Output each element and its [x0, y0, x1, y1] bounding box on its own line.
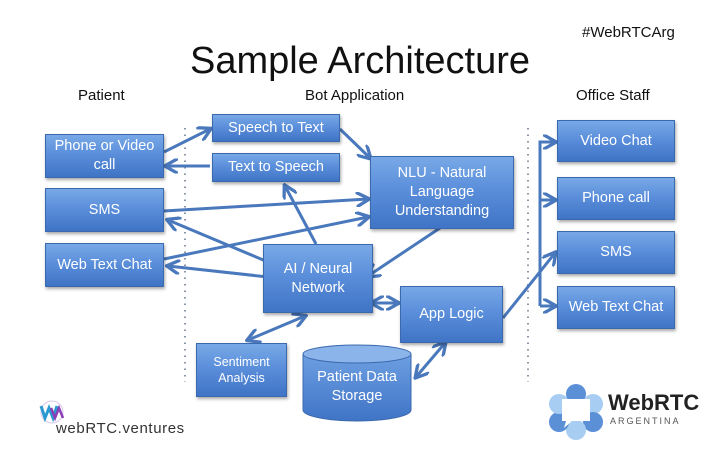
- arrow-stt-to-nlu: [338, 127, 370, 158]
- staff-bus-line: [538, 140, 555, 306]
- node-phone-video-call[interactable]: Phone or Video call: [45, 134, 164, 178]
- node-patient-web-text-chat[interactable]: Web Text Chat: [45, 243, 164, 287]
- arrow-ai-sentiment: [248, 316, 305, 340]
- node-ai-neural-network[interactable]: AI / Neural Network: [263, 244, 373, 313]
- arrow-ai-to-tts: [285, 186, 318, 245]
- ventures-logo-text: webRTC.ventures: [56, 420, 185, 437]
- node-patient-sms[interactable]: SMS: [45, 188, 164, 232]
- node-app-logic[interactable]: App Logic: [400, 286, 503, 343]
- arrow-ai-to-sms: [168, 220, 269, 264]
- argentina-logo-sub: ARGENTINA: [610, 416, 681, 426]
- arrow-ai-to-webchat: [168, 266, 269, 279]
- arrow-applogic-to-staff-sms: [501, 253, 555, 319]
- argentina-logo-main: WebRTC: [608, 390, 700, 415]
- arrow-applogic-storage: [416, 343, 445, 377]
- node-text-to-speech[interactable]: Text to Speech: [212, 153, 340, 182]
- argentina-flower-icon: [549, 384, 603, 440]
- storage-label: Patient Data Storage: [317, 369, 397, 404]
- ventures-bubble-icon: [39, 400, 65, 424]
- column-header-patient: Patient: [78, 87, 125, 104]
- hashtag-label: #WebRTCArg: [582, 24, 675, 41]
- arrow-webchat-to-nlu: [163, 217, 368, 261]
- column-header-office-staff: Office Staff: [576, 87, 650, 104]
- arrow-sms-to-nlu: [163, 199, 368, 213]
- node-phone-call[interactable]: Phone call: [557, 177, 675, 220]
- arrow-phone-to-stt: [163, 129, 210, 154]
- node-nlu[interactable]: NLU - Natural Language Understanding: [370, 156, 514, 229]
- node-staff-sms[interactable]: SMS: [557, 231, 675, 274]
- arrow-nlu-to-ai: [368, 226, 441, 276]
- node-video-chat[interactable]: Video Chat: [557, 120, 675, 162]
- node-patient-data-storage[interactable]: [302, 344, 412, 422]
- node-speech-to-text[interactable]: Speech to Text: [212, 114, 340, 142]
- node-staff-web-text-chat[interactable]: Web Text Chat: [557, 286, 675, 329]
- node-sentiment-analysis[interactable]: Sentiment Analysis: [196, 343, 287, 397]
- column-header-bot-application: Bot Application: [305, 87, 405, 104]
- diagram-title: Sample Architecture: [189, 40, 531, 82]
